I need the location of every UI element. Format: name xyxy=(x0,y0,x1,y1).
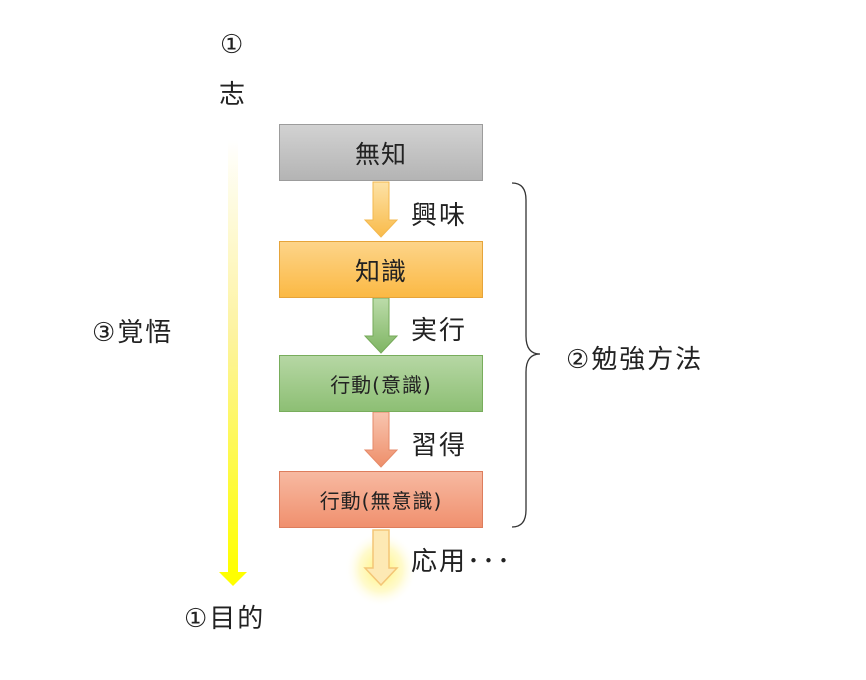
arrow-application xyxy=(363,529,399,587)
top-number: ① xyxy=(220,30,246,60)
arrow-practice xyxy=(363,297,399,354)
box-chishiki: 知識 xyxy=(279,241,483,298)
step-label-jikko: 実行 xyxy=(411,316,468,346)
box-chishiki-label: 知識 xyxy=(354,256,407,286)
box-kodo-ishiki: 行動(意識) xyxy=(279,355,483,412)
box-muchi-label: 無知 xyxy=(354,139,407,169)
step-label-oyo: 応用･･･ xyxy=(411,547,513,577)
box-kodo-ishiki-label: 行動(意識) xyxy=(330,373,432,397)
bottom-label-mokuteki: ①目的 xyxy=(184,604,266,634)
vertical-axis-arrow xyxy=(219,140,247,586)
box-kodo-muishiki-label: 行動(無意識) xyxy=(319,489,443,513)
top-label-kokorozashi: 志 xyxy=(219,80,248,110)
left-label-kakugo: ③覚悟 xyxy=(92,318,174,348)
arrow-mastery xyxy=(363,411,399,468)
arrow-interest xyxy=(363,181,399,238)
right-label-benkyo-hoho: ②勉強方法 xyxy=(566,345,704,375)
step-label-kyomi: 興味 xyxy=(411,201,468,231)
step-label-shutoku: 習得 xyxy=(411,431,468,461)
box-muchi: 無知 xyxy=(279,124,483,181)
curly-brace xyxy=(511,182,541,528)
box-kodo-muishiki: 行動(無意識) xyxy=(279,471,483,528)
